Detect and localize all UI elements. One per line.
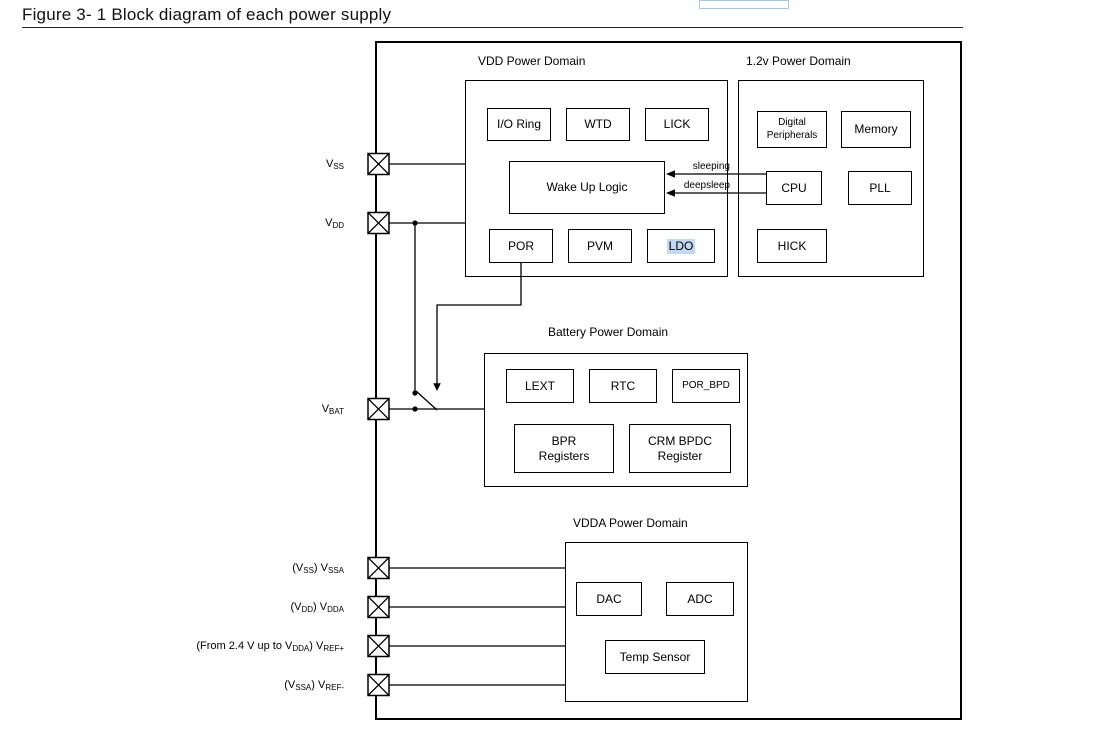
figure-title: Figure 3- 1 Block diagram of each power …: [22, 5, 392, 24]
block-lext: LEXT: [506, 369, 574, 403]
switch-top-dot: [412, 390, 418, 396]
pin-vss-icon: [367, 152, 390, 176]
switch-bottom-dot: [412, 406, 418, 412]
block-bpr-registers: BPR Registers: [514, 424, 614, 473]
block-hick: HICK: [757, 229, 827, 263]
battery-domain-label: Battery Power Domain: [548, 325, 669, 339]
block-pvm: PVM: [568, 229, 632, 263]
pin-vssa-icon: [367, 556, 390, 580]
arrowheads: [433, 170, 675, 391]
vdda-domain-box: [565, 542, 748, 702]
v12-domain-label: 1.2v Power Domain: [746, 54, 851, 68]
block-adc: ADC: [666, 582, 734, 616]
junction-dots: [412, 220, 418, 412]
block-memory: Memory: [841, 111, 911, 148]
title-underline: [22, 27, 963, 28]
pin-label-vssa: (VSS) VSSA: [292, 562, 344, 575]
vdd-junction-dot: [412, 220, 418, 226]
block-ldo-label: LDO: [666, 238, 696, 254]
pin-label-vss: VSS: [325, 158, 344, 171]
block-crm-bpdc-register: CRM BPDC Register: [629, 424, 731, 473]
sleeping-label: sleeping: [692, 161, 730, 172]
pin-vdda-icon: [367, 595, 390, 619]
pin-vdd-icon: [367, 211, 390, 235]
block-wake-up-logic: Wake Up Logic: [509, 161, 665, 214]
pin-label-vbat: VBAT: [321, 403, 344, 416]
block-ldo: LDO: [647, 229, 715, 263]
annotation-artifact: [699, 0, 789, 9]
block-dac: DAC: [576, 582, 642, 616]
battery-domain-box: [484, 353, 748, 487]
deepsleep-label: deepsleep: [683, 180, 730, 191]
pin-label-vref-plus: (From 2.4 V up to VDDA) VREF+: [196, 640, 344, 653]
block-pll: PLL: [848, 171, 912, 205]
pin-symbols: [367, 152, 390, 697]
pin-label-vdda: (VDD) VDDA: [290, 601, 344, 614]
block-lick: LICK: [645, 108, 709, 141]
block-rtc: RTC: [589, 369, 657, 403]
block-por: POR: [489, 229, 553, 263]
block-cpu: CPU: [766, 171, 822, 205]
power-switch-lever: [415, 390, 438, 411]
block-digital-peripherals: Digital Peripherals: [757, 111, 827, 148]
chip-boundary: [375, 41, 962, 720]
pin-vbat-icon: [367, 397, 390, 421]
por-arrowhead: [433, 383, 441, 391]
block-temp-sensor: Temp Sensor: [605, 640, 705, 674]
pin-vref-minus-icon: [367, 673, 390, 697]
pin-label-vref-minus: (VSSA) VREF-: [284, 679, 344, 692]
block-wtd: WTD: [566, 108, 630, 141]
sleeping-arrowhead: [666, 170, 675, 178]
vdda-domain-label: VDDA Power Domain: [573, 516, 688, 530]
wires: [389, 163, 766, 686]
por-control-wire: [436, 263, 522, 384]
block-por-bpd: POR_BPD: [672, 369, 740, 403]
vdd-domain-box: [465, 80, 728, 277]
vdd-domain-label: VDD Power Domain: [478, 54, 586, 68]
block-io-ring: I/O Ring: [487, 108, 551, 141]
v12-domain-box: [738, 80, 924, 277]
pin-vref-plus-icon: [367, 634, 390, 658]
pin-label-vdd: VDD: [325, 217, 344, 230]
deepsleep-arrowhead: [666, 189, 675, 197]
